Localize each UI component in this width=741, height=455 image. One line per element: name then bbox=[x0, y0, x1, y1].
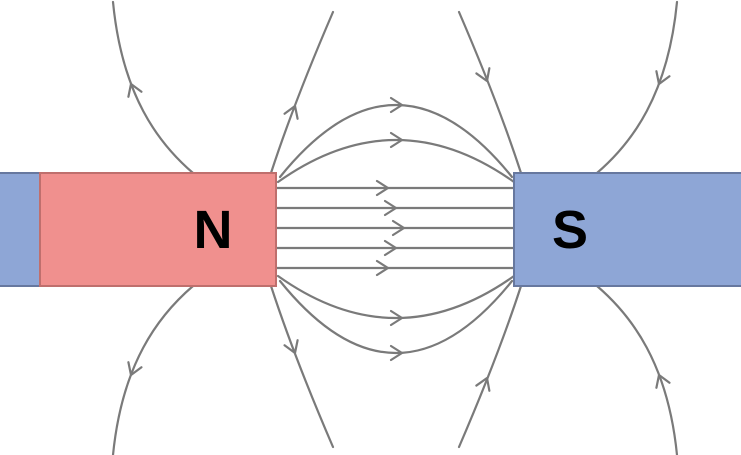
field-line-outer-bottom-left bbox=[111, 284, 195, 455]
arrowhead-icon bbox=[475, 67, 491, 83]
field-line-outer-bottom-right bbox=[457, 284, 523, 449]
arrowhead-icon bbox=[475, 376, 491, 392]
arrowhead-icon bbox=[389, 344, 404, 362]
arrowhead-icon bbox=[127, 82, 143, 98]
arrowhead-icon bbox=[383, 199, 398, 217]
arrowhead-icon bbox=[127, 361, 143, 377]
arrowhead-icon bbox=[375, 179, 390, 197]
field-line-bow-top bbox=[278, 103, 514, 179]
left-magnet-blue-pole bbox=[0, 172, 41, 287]
arrowhead-icon bbox=[383, 239, 398, 257]
arrowhead-icon bbox=[283, 339, 299, 355]
field-line-outer-bottom-left bbox=[269, 284, 335, 449]
field-line-outer-top-left bbox=[269, 10, 335, 175]
field-line-outer-top-right bbox=[595, 0, 679, 175]
left-magnet-north-pole bbox=[39, 172, 277, 287]
right-magnet: S bbox=[513, 172, 741, 287]
field-line-bow-bottom bbox=[276, 274, 516, 319]
field-line-bow-bottom bbox=[278, 279, 514, 355]
field-line-outer-top-left bbox=[111, 0, 195, 175]
arrowhead-icon bbox=[655, 373, 671, 389]
arrowhead-icon bbox=[391, 219, 406, 237]
right-magnet-south-pole bbox=[513, 172, 741, 287]
arrowhead-icon bbox=[389, 309, 404, 327]
arrowhead-icon bbox=[655, 70, 671, 86]
arrowhead-icon bbox=[375, 259, 390, 277]
field-line-outer-bottom-right bbox=[595, 284, 679, 455]
field-lines bbox=[111, 0, 679, 455]
field-line-bow-top bbox=[276, 139, 516, 184]
field-line-outer-top-right bbox=[457, 10, 523, 175]
arrowhead-icon bbox=[389, 96, 404, 114]
arrowhead-icon bbox=[283, 104, 299, 120]
north-pole-label: N bbox=[194, 200, 233, 260]
left-magnet: N bbox=[0, 172, 277, 287]
arrowhead-icon bbox=[389, 131, 404, 149]
south-pole-label: S bbox=[552, 200, 588, 260]
